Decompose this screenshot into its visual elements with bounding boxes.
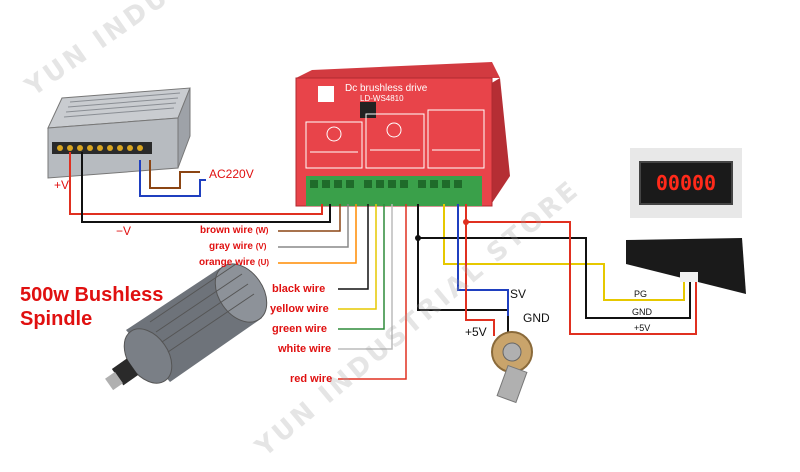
- power-supply: [47, 87, 191, 179]
- plus-v-label: +V: [54, 178, 70, 192]
- wire-color-name: brown wire: [200, 225, 253, 236]
- hall-wire-label: green wire: [272, 323, 328, 335]
- motor-title-line2: Spindle: [20, 308, 93, 330]
- driver-model: LD-WS4810: [360, 94, 404, 103]
- hall-wire-label: yellow wire: [270, 303, 329, 315]
- tach-gnd-label: GND: [632, 307, 652, 317]
- wire-phase: (U): [257, 258, 270, 267]
- logo-icon: [318, 86, 334, 102]
- wire-color-name: gray wire: [209, 241, 253, 252]
- motor-wire-label: gray wire (V): [209, 241, 266, 252]
- power-wires: [69, 152, 331, 223]
- tach-pg-label: PG: [634, 289, 648, 299]
- potentiometer: [491, 331, 533, 404]
- motor-title-line1: 500w Bushless: [20, 284, 164, 306]
- motor-wire-label: brown wire (W): [200, 225, 268, 236]
- wire-color-name: orange wire: [199, 257, 256, 268]
- junction-dot: [463, 219, 469, 225]
- driver-title: Dc brushless drive: [345, 83, 428, 94]
- pot-sv-label: SV: [510, 287, 527, 301]
- qr-code-icon: [360, 102, 376, 118]
- hall-wire-label: black wire: [272, 283, 326, 295]
- motor-phase-wires: [278, 204, 357, 264]
- hall-wire-label: white wire: [278, 343, 332, 355]
- brushless-driver: Dc brushless drive LD-WS4810: [295, 62, 510, 207]
- junction-dot: [415, 235, 421, 241]
- tachometer: 00000: [626, 148, 746, 294]
- ac220v-label: AC220V: [209, 167, 254, 181]
- minus-v-label: −V: [116, 224, 132, 238]
- spindle-motor: [105, 263, 268, 391]
- pot-gnd-label: GND: [523, 311, 550, 325]
- tachometer-display: 00000: [656, 171, 716, 195]
- tach-plus5v-label: +5V: [634, 323, 651, 333]
- hall-wires: [338, 204, 407, 380]
- wire-phase: (V): [255, 242, 267, 251]
- pot-plus5v-label: +5V: [465, 325, 487, 339]
- motor-wire-label: orange wire (U): [199, 257, 269, 268]
- tachometer-connector: [680, 272, 698, 282]
- hall-wire-label: red wire: [290, 373, 333, 385]
- wire-phase: (W): [255, 226, 269, 235]
